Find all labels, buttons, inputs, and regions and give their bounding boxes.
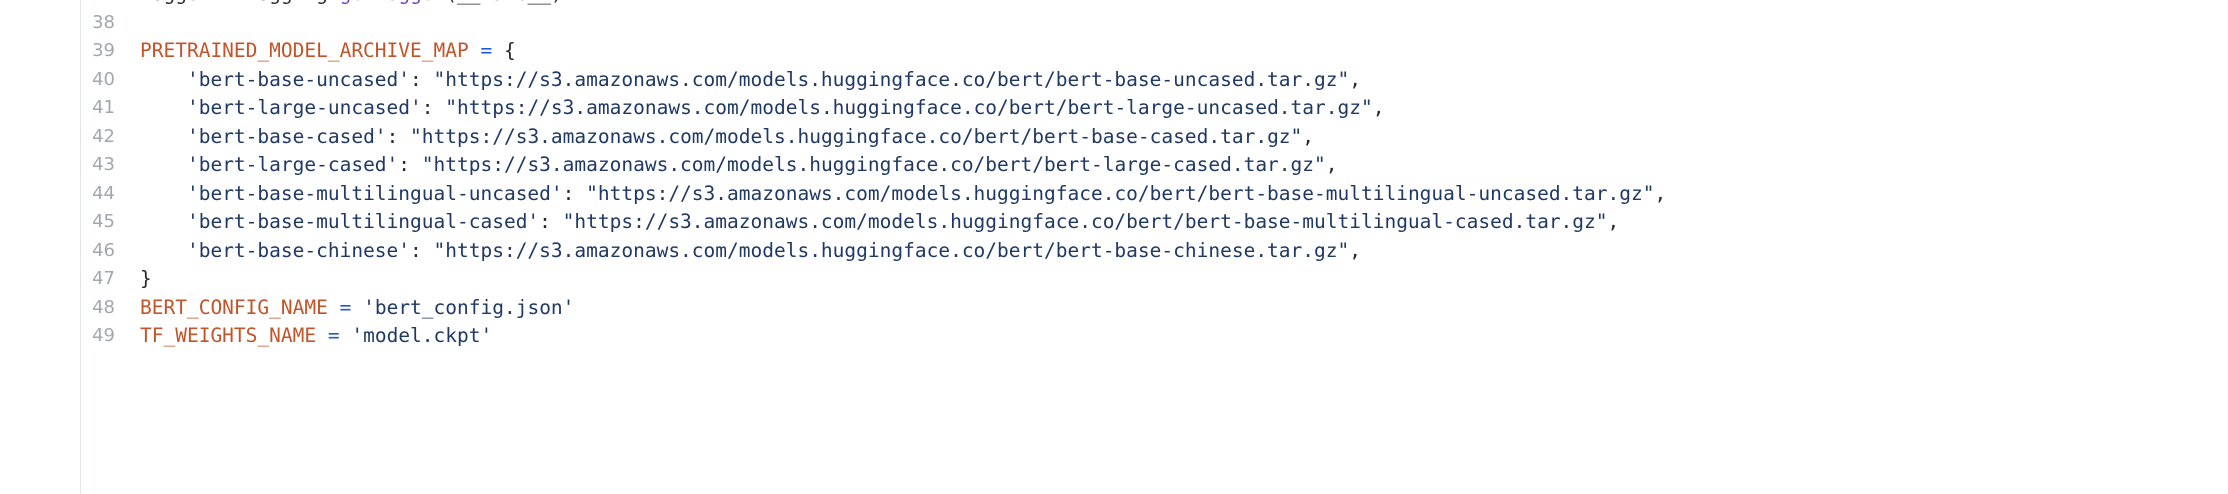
token-str: 'model.ckpt' [351, 324, 493, 347]
token-str: 'bert-base-multilingual-cased' [186, 210, 540, 233]
token-punc: : [539, 210, 563, 233]
token-const: BERT_CONFIG_NAME [140, 295, 328, 319]
token-punc: , [1349, 238, 1361, 262]
token-punc: , [1302, 124, 1315, 148]
line-number[interactable]: 44 [92, 182, 115, 204]
token-punc: : [410, 67, 434, 91]
line-content[interactable]: BERT_CONFIG_NAME = 'bert_config.json' [140, 294, 574, 323]
token-plain [140, 96, 187, 119]
line-content[interactable]: TF_WEIGHTS_NAME = 'model.ckpt' [140, 322, 492, 351]
token-plain [140, 239, 187, 262]
line-content[interactable]: 'bert-large-uncased': "https://s3.amazon… [140, 94, 1385, 123]
token-punc: : [386, 124, 411, 148]
token-punc: { [503, 39, 516, 62]
line-number[interactable]: 40 [92, 68, 115, 90]
token-op: = [327, 324, 340, 347]
line-content[interactable]: 'bert-base-multilingual-cased': "https:/… [140, 208, 1619, 237]
token-punc: } [140, 267, 152, 290]
line-number[interactable]: 47 [92, 268, 115, 289]
token-str: 'bert-base-cased' [186, 124, 387, 148]
gutter-divider [80, 0, 81, 494]
code-line[interactable]: 47} [0, 265, 2228, 294]
line-number[interactable]: 37 [0, 0, 115, 9]
code-line[interactable]: 42 'bert-base-cased': "https://s3.amazon… [0, 123, 2228, 152]
line-content[interactable]: } [140, 265, 152, 294]
token-plain [328, 296, 340, 319]
code-line[interactable]: 38 [0, 9, 2228, 38]
line-content[interactable]: 'bert-base-chinese': "https://s3.amazona… [140, 237, 1361, 266]
code-line[interactable]: 37 logger = logging.getLogger(__name__) [0, 0, 2228, 9]
token-plain: __name__ [457, 0, 551, 5]
token-const: TF_WEIGHTS_NAME [140, 324, 317, 347]
token-str: "https://s3.amazonaws.com/models.hugging… [562, 210, 1608, 233]
line-content[interactable]: logger = logging.getLogger(__name__) [140, 0, 563, 9]
code-line[interactable]: 44 'bert-base-multilingual-uncased': "ht… [0, 180, 2228, 209]
line-number[interactable]: 41 [92, 97, 115, 118]
token-str: 'bert_config.json' [363, 295, 575, 319]
token-str: 'bert-large-uncased' [186, 96, 422, 119]
code-line[interactable]: 40 'bert-base-uncased': "https://s3.amaz… [0, 66, 2228, 95]
token-str: "https://s3.amazonaws.com/models.hugging… [433, 238, 1350, 262]
token-plain [351, 296, 363, 319]
token-const: PRETRAINED_MODEL_ARCHIVE_MAP [140, 39, 469, 62]
token-punc: : [398, 153, 422, 176]
code-line[interactable]: 41 'bert-large-uncased': "https://s3.ama… [0, 94, 2228, 123]
token-punc: : [410, 238, 434, 262]
token-punc: ) [551, 0, 563, 5]
token-punc: ( [445, 0, 457, 5]
token-punc: , [1654, 181, 1667, 205]
token-op: = [339, 295, 352, 319]
code-line[interactable]: 39 PRETRAINED_MODEL_ARCHIVE_MAP = { [0, 37, 2228, 66]
line-number[interactable]: 46 [92, 239, 115, 261]
line-number[interactable]: 42 [92, 125, 115, 147]
token-punc: : [421, 96, 446, 119]
token-punc: , [1349, 67, 1361, 91]
token-fn: getLogger [340, 0, 446, 5]
token-plain [340, 324, 352, 347]
token-str: 'bert-base-chinese' [186, 238, 411, 262]
token-plain [140, 153, 187, 176]
token-str: "https://s3.amazonaws.com/models.hugging… [445, 96, 1373, 119]
line-number[interactable]: 49 [92, 325, 115, 346]
line-number[interactable]: 48 [92, 296, 115, 318]
line-number[interactable]: 43 [92, 154, 115, 175]
token-str: "https://s3.amazonaws.com/models.hugging… [433, 67, 1350, 91]
code-line[interactable]: 43 'bert-large-cased': "https://s3.amazo… [0, 151, 2228, 180]
token-str: 'bert-base-uncased' [186, 67, 411, 91]
token-punc: . [328, 0, 340, 5]
token-plain [316, 324, 328, 347]
token-punc: , [1607, 210, 1620, 233]
token-str: "https://s3.amazonaws.com/models.hugging… [421, 153, 1326, 176]
token-str: "https://s3.amazonaws.com/models.hugging… [586, 181, 1655, 205]
line-number[interactable]: 39 [92, 40, 115, 61]
line-content[interactable]: PRETRAINED_MODEL_ARCHIVE_MAP = { [140, 37, 516, 66]
line-content[interactable]: 'bert-base-multilingual-uncased': "https… [140, 180, 1666, 209]
token-op: = [210, 0, 245, 5]
code-line[interactable]: 46 'bert-base-chinese': "https://s3.amaz… [0, 237, 2228, 266]
token-str: "https://s3.amazonaws.com/models.hugging… [410, 124, 1303, 148]
token-op: = [480, 39, 493, 62]
token-plain [140, 125, 187, 148]
token-plain [140, 182, 187, 205]
token-plain [469, 39, 481, 62]
token-plain [140, 210, 187, 233]
token-punc: , [1325, 153, 1338, 176]
token-plain: logger [140, 0, 210, 5]
line-number[interactable]: 45 [92, 211, 115, 232]
code-line[interactable]: 45 'bert-base-multilingual-cased': "http… [0, 208, 2228, 237]
code-line[interactable]: 49 TF_WEIGHTS_NAME = 'model.ckpt' [0, 322, 2228, 351]
line-content[interactable]: 'bert-base-cased': "https://s3.amazonaws… [140, 123, 1314, 152]
line-content[interactable]: 'bert-large-cased': "https://s3.amazonaw… [140, 151, 1338, 180]
token-str: 'bert-base-multilingual-uncased' [186, 181, 563, 205]
token-punc: , [1372, 96, 1385, 119]
token-punc: : [562, 181, 587, 205]
line-number[interactable]: 38 [92, 11, 115, 33]
code-line[interactable]: 48 BERT_CONFIG_NAME = 'bert_config.json' [0, 294, 2228, 323]
line-content[interactable]: 'bert-base-uncased': "https://s3.amazona… [140, 66, 1361, 95]
token-plain: logging [246, 0, 328, 5]
token-str: 'bert-large-cased' [186, 153, 399, 176]
token-plain [140, 68, 187, 91]
token-plain [492, 39, 504, 62]
code-lines-container: 37 logger = logging.getLogger(__name__) 38… [0, 0, 2228, 351]
